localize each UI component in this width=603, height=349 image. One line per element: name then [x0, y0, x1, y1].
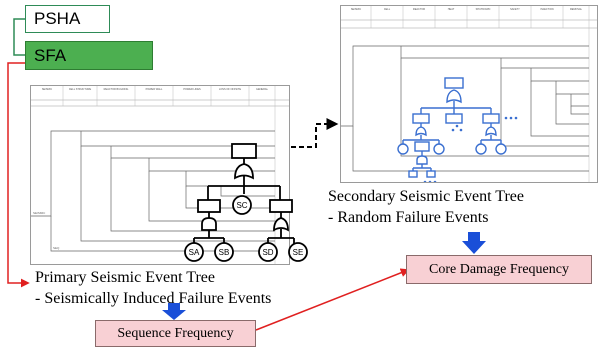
header-cell: CELL	[383, 8, 391, 11]
psha-box: PSHA	[25, 5, 110, 33]
sd-event-circle	[258, 242, 278, 262]
sb-event-circle	[214, 242, 234, 262]
se-label: SE	[293, 248, 304, 257]
down-arrow-icon	[462, 232, 486, 254]
secondary-tree-drawing	[341, 6, 597, 182]
primary-caption-line2: - Seismically Induced Failure Events	[35, 290, 272, 307]
core-damage-frequency-box: Core Damage Frequency	[406, 255, 592, 284]
down-arrow-icon	[162, 303, 186, 320]
header-cell: SEISMIC	[41, 88, 53, 91]
psha-sfa-bracket	[13, 18, 25, 56]
primary-fault-tree: SC SA SB SD SE	[184, 143, 308, 262]
sc-event-circle	[232, 195, 252, 215]
top-event-box	[231, 143, 257, 159]
seq-to-core-arrow	[255, 268, 410, 331]
header-cell: REACTOR BUILDING	[103, 88, 129, 91]
dashed-link-arrow	[275, 118, 339, 148]
or-gate-icon	[234, 163, 254, 180]
sd-label: SD	[262, 248, 273, 257]
svg-text:SEISMIC: SEISMIC	[33, 211, 46, 215]
header-cell: POWER LINES	[183, 88, 201, 91]
secondary-caption-line2: - Random Failure Events	[328, 209, 489, 226]
svg-text:SEQ: SEQ	[53, 246, 60, 250]
se-event-circle	[288, 242, 308, 262]
and-event-box	[197, 199, 221, 213]
secondary-event-tree: SEISMIC CELL REACTOR HEAT SHUTDOWN SAFET…	[340, 5, 598, 183]
header-cell: HEAT	[447, 8, 455, 11]
or-event-box	[269, 199, 293, 213]
primary-tree-drawing: SEISMIC SEQ	[31, 86, 289, 264]
secondary-caption-line1: Secondary Seismic Event Tree	[328, 188, 524, 205]
header-cell: CELL STRUCTURE	[68, 88, 92, 91]
sa-label: SA	[189, 248, 200, 257]
header-cell: INJECTION	[540, 8, 554, 11]
header-cell: GENERAL	[256, 88, 268, 91]
sfa-to-primary-line	[7, 62, 30, 288]
sequence-frequency-box: Sequence Frequency	[95, 320, 256, 347]
header-cell: SHUTDOWN	[475, 8, 491, 11]
header-cell: SAFETY	[510, 8, 520, 11]
sa-event-circle	[184, 242, 204, 262]
header-cell: REMOVAL	[569, 8, 583, 11]
header-cell: LOSS OF OFFSITE	[218, 88, 242, 91]
sc-label: SC	[236, 201, 247, 210]
sb-label: SB	[219, 248, 230, 257]
or-gate-icon-2	[273, 217, 289, 232]
header-cell: SEISMIC	[350, 8, 362, 11]
sfa-box: SFA	[25, 41, 153, 70]
primary-caption-line1: Primary Seismic Event Tree	[35, 269, 215, 286]
and-gate-icon	[201, 217, 217, 231]
header-cell: POWER WALL	[145, 88, 163, 91]
header-cell: REACTOR	[412, 8, 426, 11]
